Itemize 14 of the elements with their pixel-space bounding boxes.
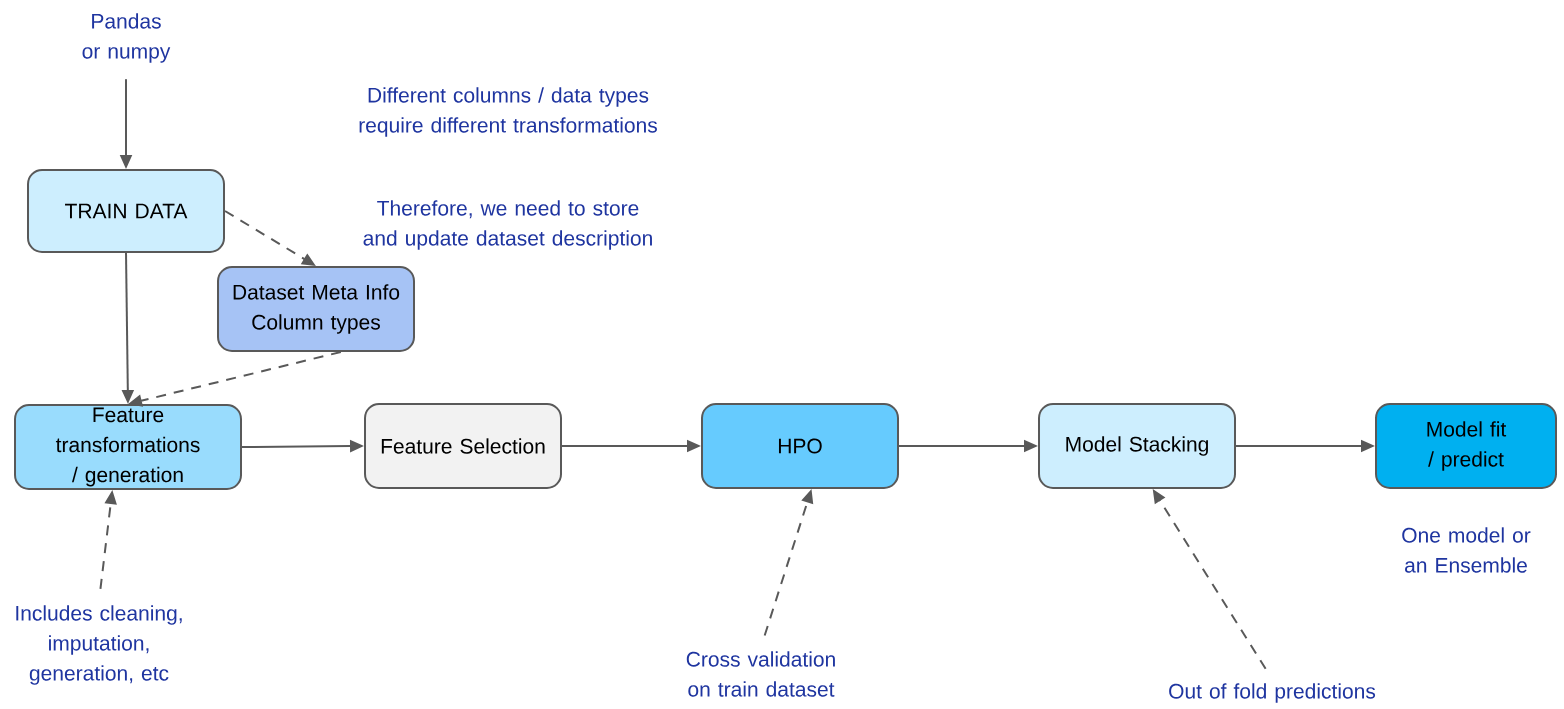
note-text: Cross validation on train dataset <box>686 651 835 697</box>
process-box: HPO <box>701 403 899 489</box>
process-box: Feature transformations / generation <box>14 404 242 490</box>
note-text: Different columns / data types require different transformations <box>359 87 657 137</box>
note-text: Therefore, we need to store and update dataset description <box>363 200 652 250</box>
note-text: Pandas or numpy <box>82 13 171 63</box>
process-box: Feature Selection <box>364 403 562 489</box>
process-box: Model fit / predict <box>1375 403 1557 489</box>
note-text: Out of fold predictions <box>1169 683 1376 703</box>
note-text: Includes cleaning, imputation, generation, etc <box>16 605 182 685</box>
process-box: TRAIN DATA <box>27 169 225 253</box>
caption-text: One model or an Ensemble <box>1402 527 1531 573</box>
process-box: Dataset Meta Info Column types <box>217 266 415 352</box>
process-box: Model Stacking <box>1038 403 1236 489</box>
